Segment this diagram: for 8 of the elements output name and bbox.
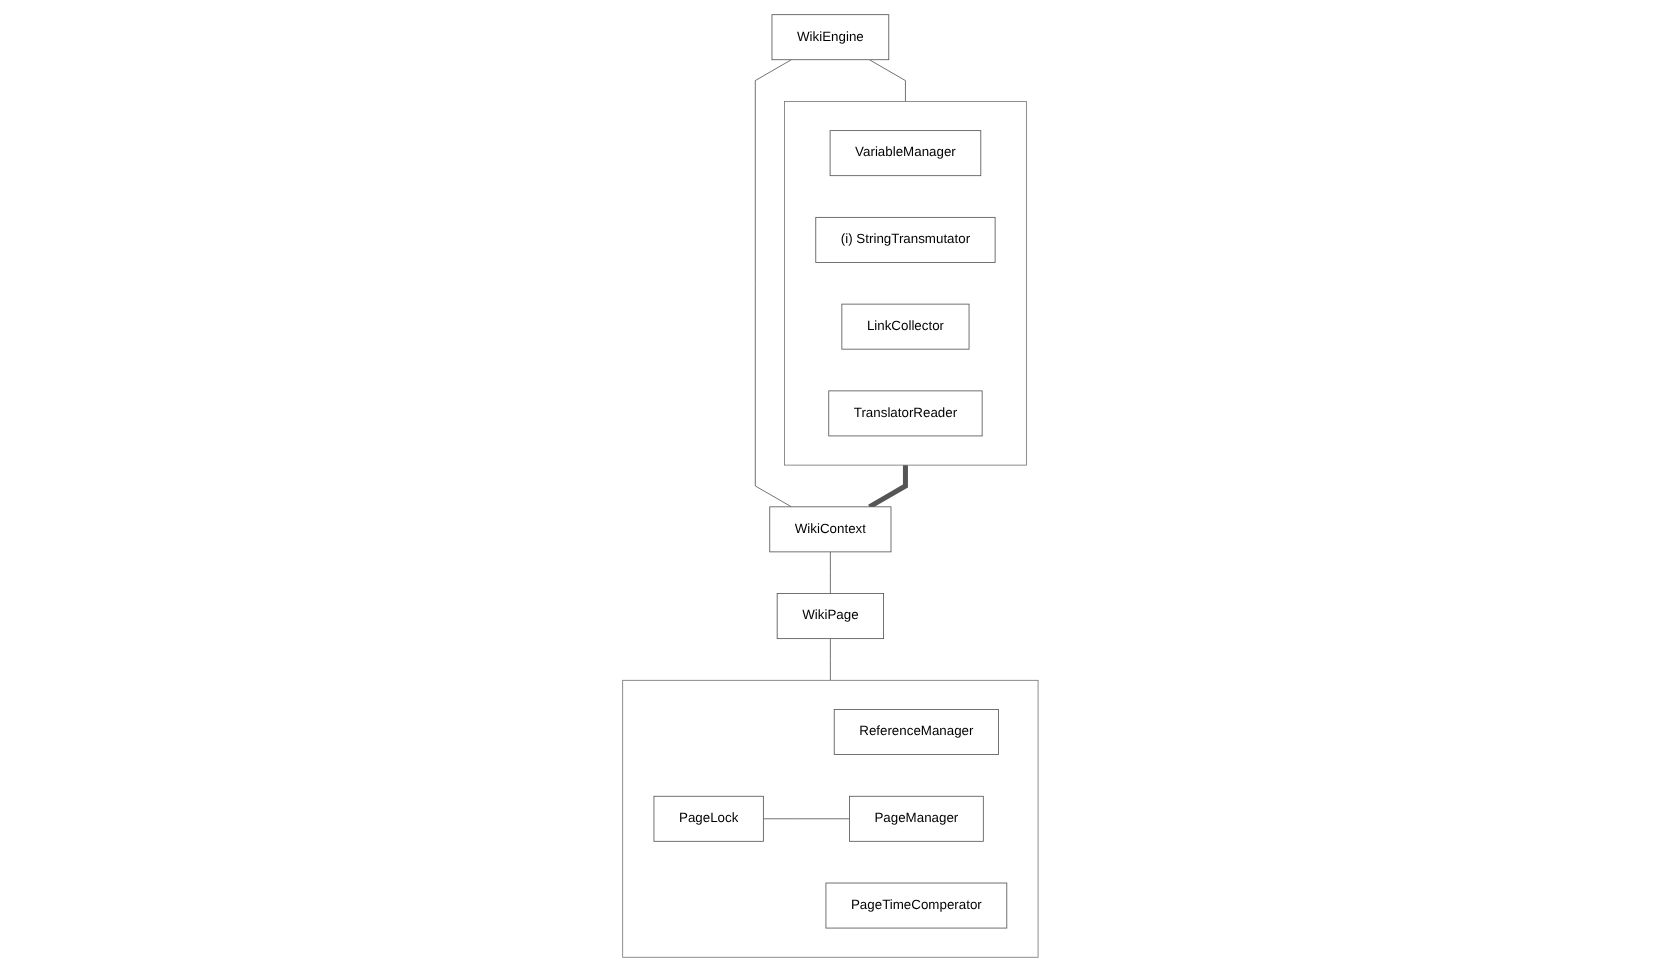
connector [754,59,792,508]
connector [867,465,908,509]
connector [829,638,831,681]
cluster [621,679,1039,958]
connector [868,59,906,102]
cluster [783,101,1027,466]
connector [762,818,850,820]
connector [829,551,831,595]
